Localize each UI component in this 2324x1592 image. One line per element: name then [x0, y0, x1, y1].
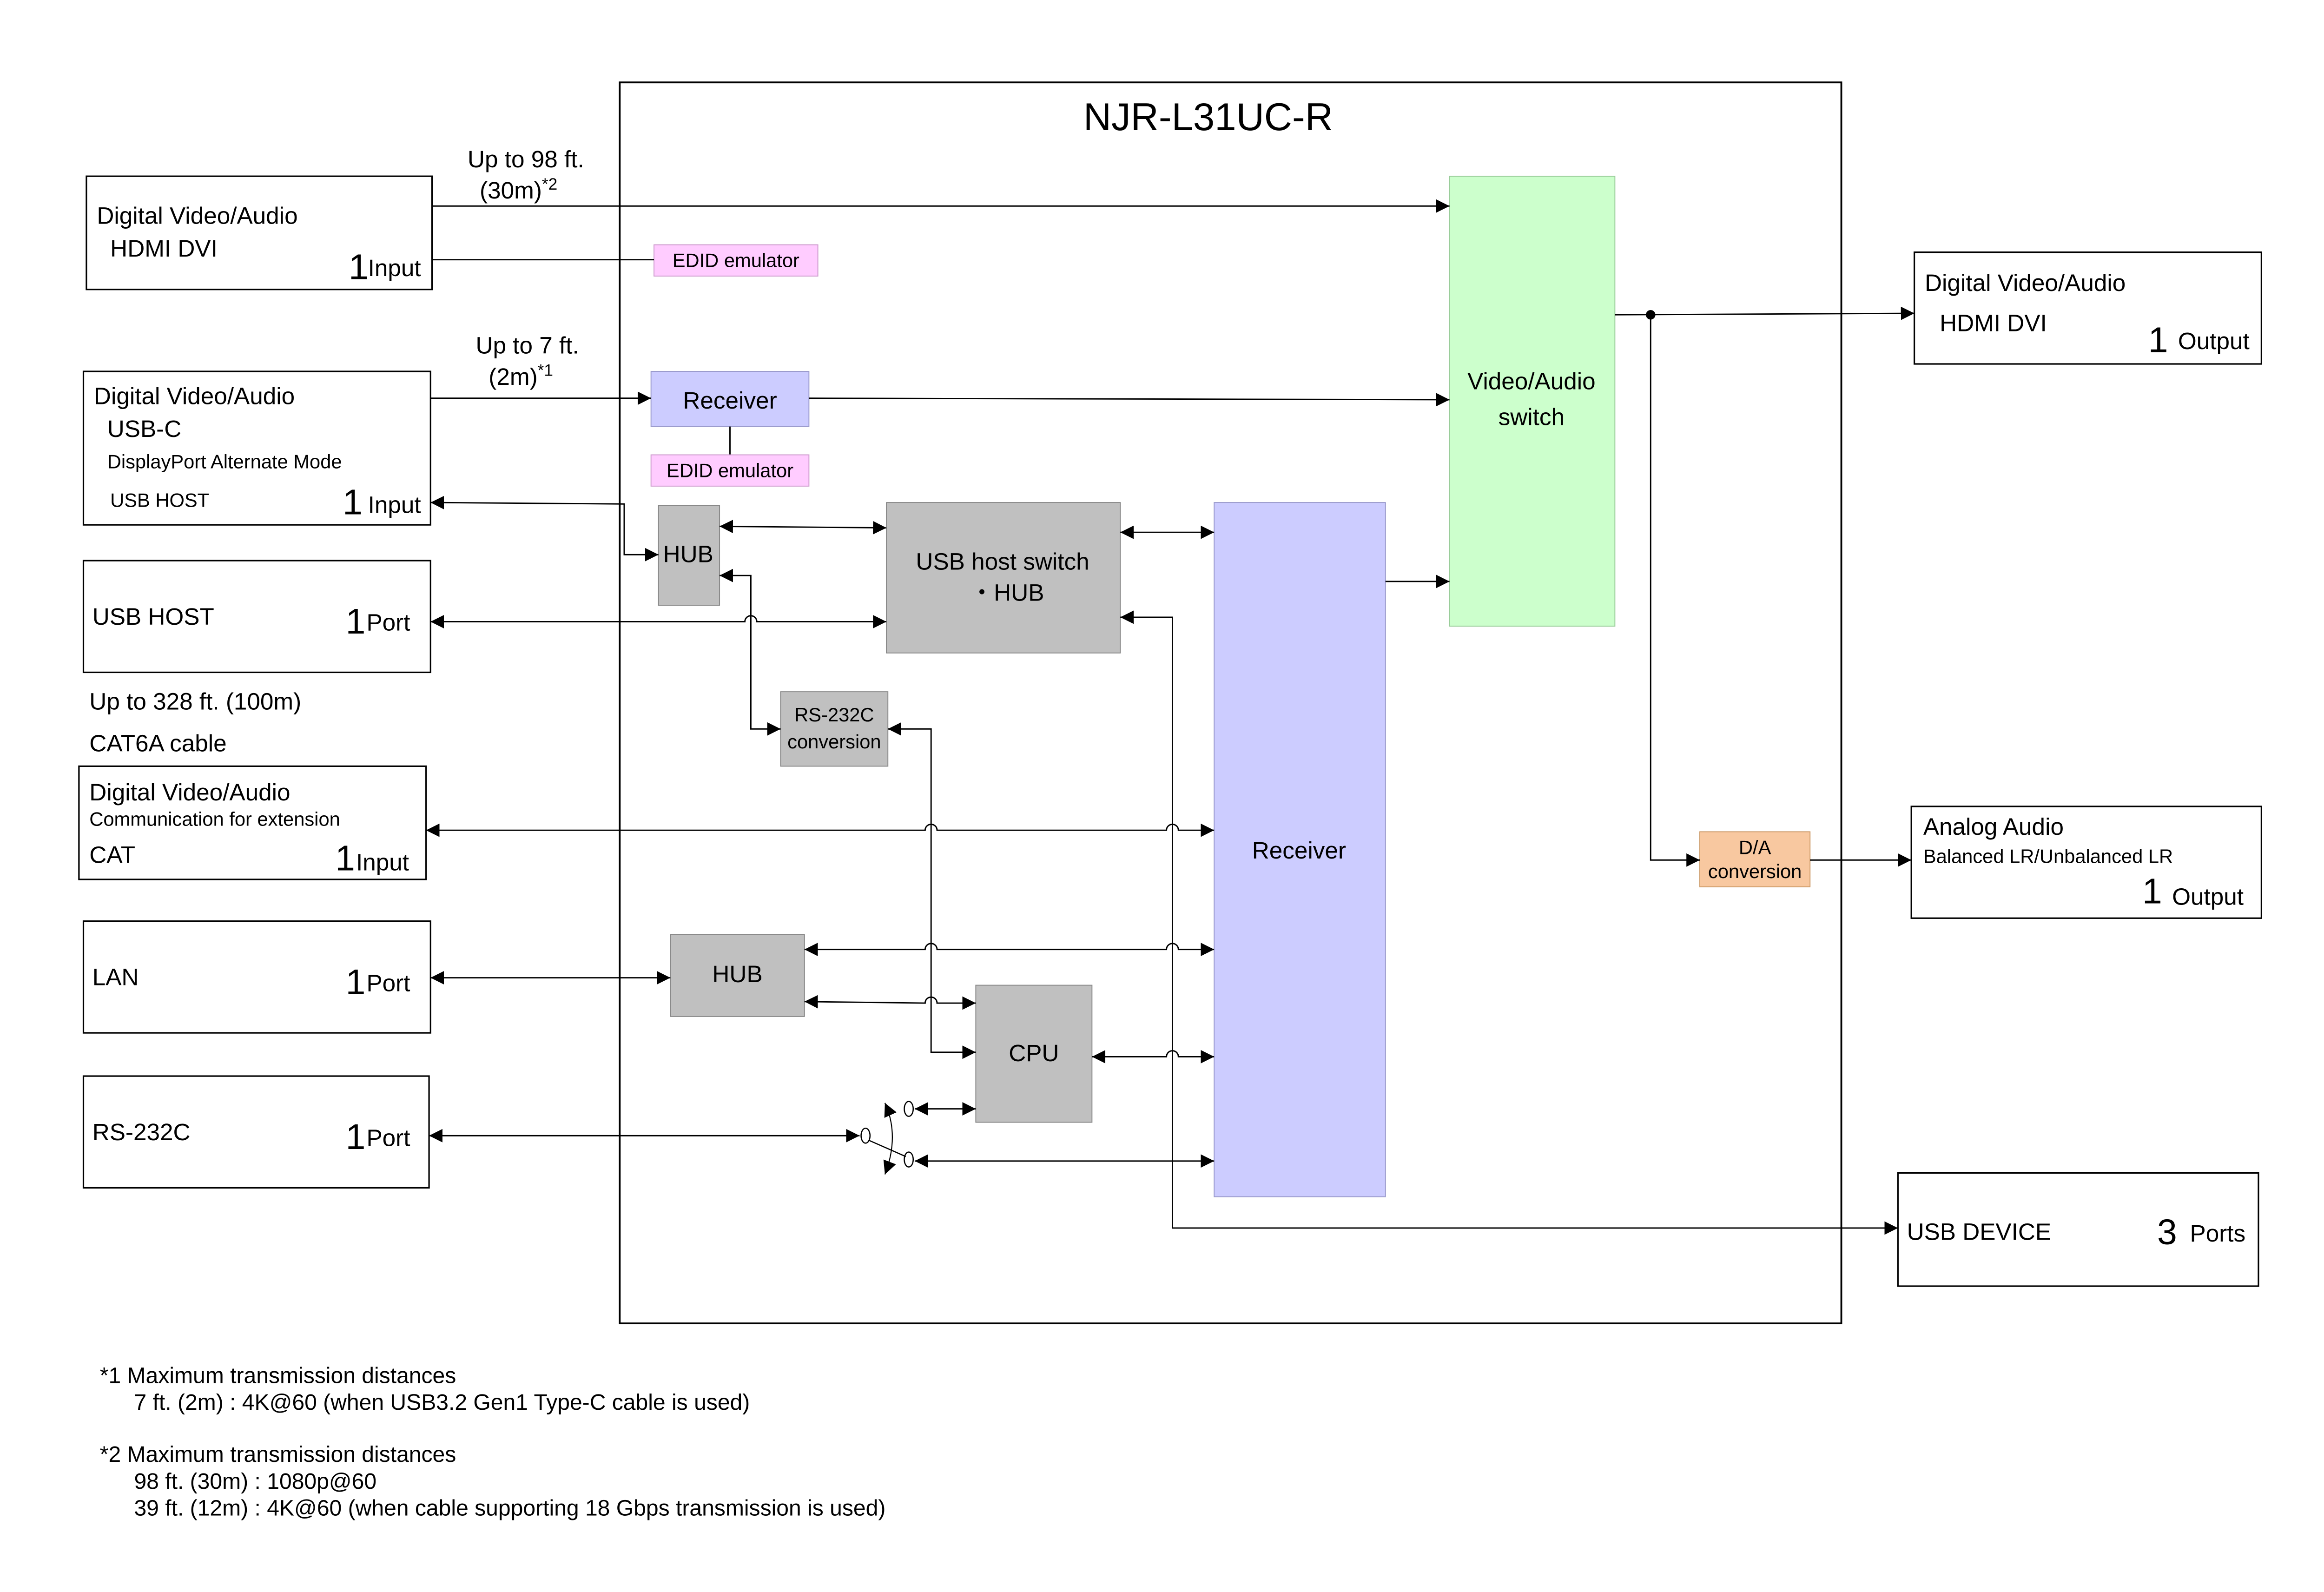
input-lan: LAN 1 Port	[82, 920, 431, 1034]
usb-hub-label: HUB	[663, 541, 713, 567]
output-analog-unit: Output	[2172, 883, 2244, 910]
da-conversion-label-1: D/A	[1739, 837, 1771, 859]
input-cat-connector: CAT	[89, 842, 135, 868]
input-cat-unit: Input	[356, 849, 409, 876]
receiver-usbc-label: Receiver	[683, 387, 777, 414]
input-hdmi-unit: Input	[368, 255, 421, 281]
input-usb-host-unit: Port	[366, 609, 410, 636]
wire-switch-hdmi-out	[1615, 306, 1915, 320]
output-usb-device-unit: Ports	[2190, 1220, 2246, 1247]
video-audio-switch: Video/Audio switch	[1449, 176, 1616, 627]
input-rs232c: RS-232C 1 Port	[82, 1075, 430, 1189]
input-lan-label: LAN	[92, 964, 139, 991]
cpu-label: CPU	[1009, 1040, 1059, 1066]
edid-emulator-hdmi: EDID emulator	[654, 244, 819, 277]
input-hdmi-connectors: HDMI DVI	[110, 235, 218, 262]
edid-emulator-usbc: EDID emulator	[650, 454, 810, 487]
usb-hub: HUB	[658, 505, 720, 606]
input-cat-subtitle: Communication for extension	[89, 808, 340, 830]
rs232c-conversion-label-1: RS-232C	[794, 704, 874, 726]
da-conversion-label-2: conversion	[1708, 860, 1802, 882]
input-rs232c-label: RS-232C	[92, 1119, 191, 1145]
usbc-distance-meters: (2m)*1	[489, 362, 553, 390]
footnote-2-title: *2 Maximum transmission distances	[100, 1442, 456, 1467]
wire-rs232conv-cpu	[888, 722, 976, 1059]
device-title: NJR-L31UC-R	[1083, 95, 1333, 139]
input-usbc-mode: DisplayPort Alternate Mode	[107, 450, 342, 472]
wire-junction-da	[1650, 315, 1700, 867]
cat-cable-type: CAT6A cable	[89, 730, 226, 756]
output-analog-count: 1	[2142, 871, 2162, 911]
input-usbc: Digital Video/Audio USB-C DisplayPort Al…	[82, 370, 431, 526]
receiver-main: Receiver	[1214, 502, 1386, 1197]
cat-distance: Up to 328 ft. (100m)	[89, 688, 301, 715]
output-usb-device-count: 3	[2157, 1212, 2177, 1252]
usb-host-switch-label-1: USB host switch	[916, 548, 1089, 575]
input-cat-count: 1	[335, 839, 355, 879]
wire-cat-receiver	[426, 823, 1215, 837]
rs232c-conversion-label-2: conversion	[787, 731, 881, 753]
receiver-usbc: Receiver	[650, 371, 810, 427]
wire-hub-usbswitch	[720, 520, 887, 535]
input-rs232c-unit: Port	[366, 1125, 410, 1151]
wire-hub-receiver	[804, 943, 1215, 957]
input-usbc-unit: Input	[368, 492, 421, 518]
footnote-1-title: *1 Maximum transmission distances	[100, 1363, 456, 1388]
switch-label-1: Video/Audio	[1467, 368, 1596, 395]
footnote-2-line-2: 39 ft. (12m) : 4K@60 (when cable support…	[134, 1496, 885, 1521]
da-conversion: D/A conversion	[1699, 831, 1811, 887]
output-hdmi: Digital Video/Audio HDMI DVI 1 Output	[1913, 251, 2262, 365]
hdmi-distance: Up to 98 ft.	[468, 146, 584, 172]
input-hdmi-type: Digital Video/Audio	[97, 203, 297, 229]
input-hdmi-count: 1	[349, 247, 369, 287]
usb-host-switch: USB host switch ・HUB	[886, 502, 1121, 654]
usb-host-switch-label-2: ・HUB	[970, 580, 1044, 606]
output-hdmi-type: Digital Video/Audio	[1925, 270, 2126, 296]
input-cat: Digital Video/Audio Communication for ex…	[78, 765, 427, 880]
input-usbc-type: Digital Video/Audio	[94, 383, 295, 410]
output-usb-device-label: USB DEVICE	[1907, 1219, 2052, 1245]
lan-hub-label: HUB	[712, 961, 762, 987]
wire-usbc-usbhost-hub	[430, 495, 659, 561]
edid-emulator-usbc-label: EDID emulator	[667, 460, 793, 482]
output-hdmi-count: 1	[2148, 320, 2168, 360]
footnotes: *1 Maximum transmission distances 7 ft. …	[100, 1363, 886, 1520]
input-usbc-usb-host: USB HOST	[110, 489, 209, 511]
wire-cpu-receiver	[1092, 1050, 1215, 1064]
input-rs232c-count: 1	[346, 1117, 366, 1157]
cpu: CPU	[975, 984, 1093, 1123]
usbc-distance: Up to 7 ft.	[475, 332, 579, 359]
input-cat-type: Digital Video/Audio	[89, 779, 290, 806]
output-usb-device: USB DEVICE 3 Ports	[1897, 1172, 2259, 1287]
wire-receiver-to-switch	[809, 393, 1450, 407]
receiver-main-label: Receiver	[1252, 837, 1346, 864]
wire-hub-cpu	[804, 995, 976, 1010]
output-hdmi-unit: Output	[2178, 328, 2250, 354]
input-usb-host-count: 1	[346, 601, 366, 641]
lan-hub: HUB	[670, 934, 805, 1017]
switch-label-2: switch	[1499, 403, 1565, 430]
hdmi-distance-meters: (30m)*2	[480, 175, 557, 204]
input-usb-host: USB HOST 1 Port	[82, 560, 431, 674]
input-usb-host-label: USB HOST	[92, 603, 214, 630]
input-usbc-connector: USB-C	[107, 416, 182, 442]
wire-hub-rs232conv	[720, 568, 781, 736]
footnote-1-line-1: 7 ft. (2m) : 4K@60 (when USB3.2 Gen1 Typ…	[134, 1390, 750, 1415]
input-lan-unit: Port	[366, 970, 410, 996]
output-analog-subtitle: Balanced LR/Unbalanced LR	[1923, 846, 2173, 867]
input-lan-count: 1	[346, 962, 366, 1002]
wire-usbswitch-usbdevice	[1120, 610, 1898, 1235]
input-hdmi: Digital Video/Audio HDMI DVI 1 Input	[86, 175, 433, 291]
output-hdmi-connectors: HDMI DVI	[1940, 310, 2047, 337]
rs232c-selector-switch-icon	[860, 1101, 914, 1175]
output-analog-type: Analog Audio	[1923, 813, 2064, 840]
edid-emulator-hdmi-label: EDID emulator	[673, 250, 799, 271]
output-analog-audio: Analog Audio Balanced LR/Unbalanced LR 1…	[1910, 806, 2262, 919]
input-usbc-count: 1	[343, 482, 363, 522]
rs232c-conversion: RS-232C conversion	[780, 691, 889, 767]
footnote-2-line-1: 98 ft. (30m) : 1080p@60	[134, 1469, 376, 1494]
